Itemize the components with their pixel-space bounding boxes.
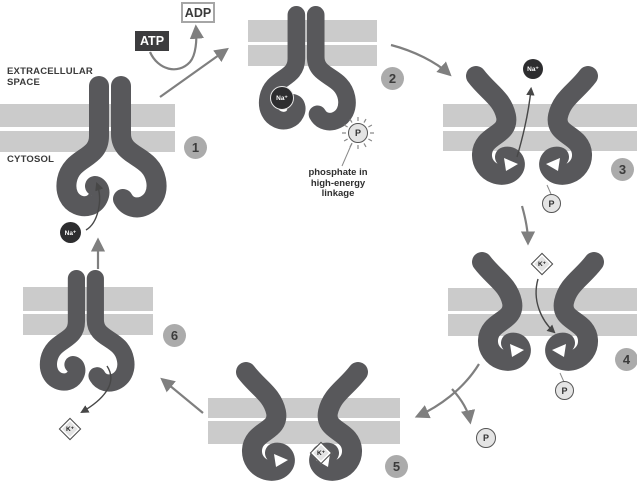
stage-badge-5: 5 bbox=[385, 455, 408, 478]
arrow-stage4-to-stage5 bbox=[414, 363, 480, 419]
phosphate-link-stage-4 bbox=[559, 372, 565, 383]
arrow-stage5-to-stage6 bbox=[160, 377, 204, 414]
potassium-release-arrow bbox=[80, 365, 112, 414]
potassium-entry-arrow bbox=[535, 278, 556, 334]
stage-badge-3: 3 bbox=[611, 158, 634, 181]
stage-badge-1: 1 bbox=[184, 136, 207, 159]
arrow-stage2-to-stage3 bbox=[390, 43, 452, 77]
potassium-label: K⁺ bbox=[537, 261, 547, 268]
high-energy-phosphate-annotation: phosphate in high-energy linkage bbox=[292, 167, 384, 200]
sodium-ion-cytosol: Na⁺ bbox=[60, 222, 81, 243]
phosphate-link-stage-3 bbox=[546, 184, 552, 195]
sodium-entry-arrow bbox=[85, 182, 104, 231]
stage-badge-6: 6 bbox=[163, 324, 186, 347]
phosphate-stage-3: P bbox=[542, 194, 561, 213]
potassium-label: K⁺ bbox=[316, 450, 326, 457]
annotation-line2: high-energy bbox=[310, 177, 366, 189]
sodium-ion-bound: Na⁺ bbox=[270, 86, 294, 110]
annotation-line3: linkage bbox=[321, 188, 355, 199]
sodium-ion-released: Na⁺ bbox=[523, 59, 543, 79]
cytosol-label: CYTOSOL bbox=[7, 154, 55, 165]
arrow-stage1-to-stage2 bbox=[159, 47, 229, 98]
pump-protein-stage-4 bbox=[482, 262, 594, 361]
annotation-line1: phosphate in bbox=[308, 167, 368, 178]
stage-badge-2: 2 bbox=[381, 67, 404, 90]
stage-badge-4: 4 bbox=[615, 348, 637, 371]
arrow-stage3-to-stage4 bbox=[520, 205, 536, 246]
membrane-stage-5 bbox=[208, 398, 400, 444]
membrane-stage-3 bbox=[443, 104, 637, 151]
extracellular-line2: SPACE bbox=[7, 77, 41, 88]
sodium-release-arrow bbox=[516, 86, 535, 158]
phosphate-released: P bbox=[476, 428, 496, 448]
adp-box: ADP bbox=[181, 2, 215, 23]
phosphate-stage-4: P bbox=[555, 381, 574, 400]
atp-box: ATP bbox=[135, 31, 169, 51]
membrane-stage-4 bbox=[448, 288, 637, 336]
atp-hydrolysis-arrow bbox=[148, 24, 205, 71]
phosphate-release-arrow bbox=[451, 388, 476, 425]
high-energy-rays bbox=[342, 117, 374, 149]
extracellular-line1: EXTRACELLULAR bbox=[7, 66, 93, 77]
extracellular-space-label: EXTRACELLULAR SPACE bbox=[7, 66, 93, 88]
potassium-label: K⁺ bbox=[65, 426, 75, 433]
phosphate-high-energy: P bbox=[348, 123, 368, 143]
